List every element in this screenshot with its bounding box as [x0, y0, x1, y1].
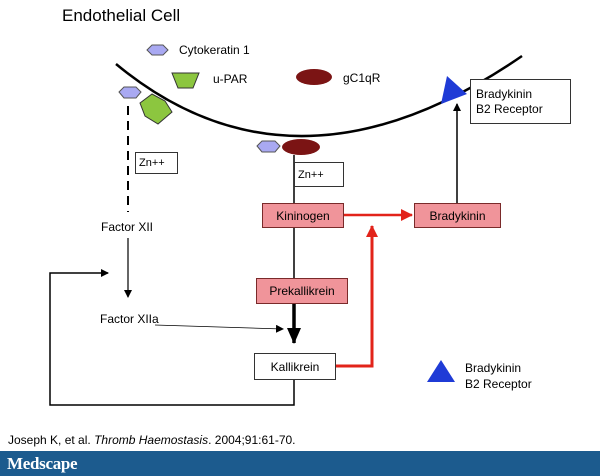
prekallikrein-label: Prekallikrein [269, 284, 335, 298]
upar-trapezoid [171, 72, 200, 89]
diagram-title: Endothelial Cell [62, 6, 181, 25]
legend-line2: B2 Receptor [465, 377, 532, 391]
kallikrein-box: Kallikrein [254, 353, 336, 380]
cytokeratin-hexagon-right [256, 140, 281, 153]
prekallikrein-box: Prekallikrein [256, 278, 348, 304]
arrow-kallikrein-cleavage [336, 225, 378, 368]
b2-receptor-triangle [441, 76, 467, 104]
citation-journal: Thromb Haemostasis [94, 433, 209, 447]
upar-label: u-PAR [213, 72, 248, 86]
footer-bar [0, 451, 600, 476]
kininogen-box: Kininogen [262, 203, 344, 228]
zinc-box-left: Zn++ [135, 152, 178, 174]
legend-label: Bradykinin B2 Receptor [465, 360, 532, 392]
zinc-label-left: Zn++ [139, 157, 165, 169]
b2-receptor-box: Bradykinin B2 Receptor [470, 79, 571, 124]
bradykinin-label: Bradykinin [429, 208, 486, 223]
bradykinin-box: Bradykinin [414, 203, 501, 228]
upar-bound [139, 93, 173, 125]
citation: Joseph K, et al. Thromb Haemostasis. 200… [8, 433, 296, 447]
zinc-box-right: Zn++ [294, 162, 344, 187]
medscape-logo: Medscape [7, 454, 78, 473]
gc1qr-ellipse [296, 69, 332, 85]
legend-line1: Bradykinin [465, 361, 522, 375]
arrow-xiia-to-prekallikrein [154, 324, 284, 333]
legend-triangle [427, 360, 455, 382]
zinc-label-right: Zn++ [298, 168, 324, 181]
citation-authors: Joseph K, et al. [8, 433, 91, 447]
factor-xiia-label: Factor XIIa [100, 312, 159, 326]
factor-xii-label: Factor XII [101, 220, 154, 234]
gc1qr-label: gC1qR [343, 71, 381, 85]
cytokeratin-hexagon [146, 44, 169, 56]
cytokeratin-hexagon-bound [118, 86, 142, 99]
kininogen-label: Kininogen [276, 208, 330, 223]
feedback-loop [49, 269, 295, 406]
b2-receptor-line1: Bradykinin [476, 86, 533, 101]
gc1qr-ellipse-right [282, 139, 320, 155]
citation-details: . 2004;91:61-70. [208, 433, 296, 447]
b2-receptor-line2: B2 Receptor [476, 101, 543, 116]
kallikrein-label: Kallikrein [270, 359, 320, 374]
cytokeratin-label: Cytokeratin 1 [179, 43, 250, 57]
